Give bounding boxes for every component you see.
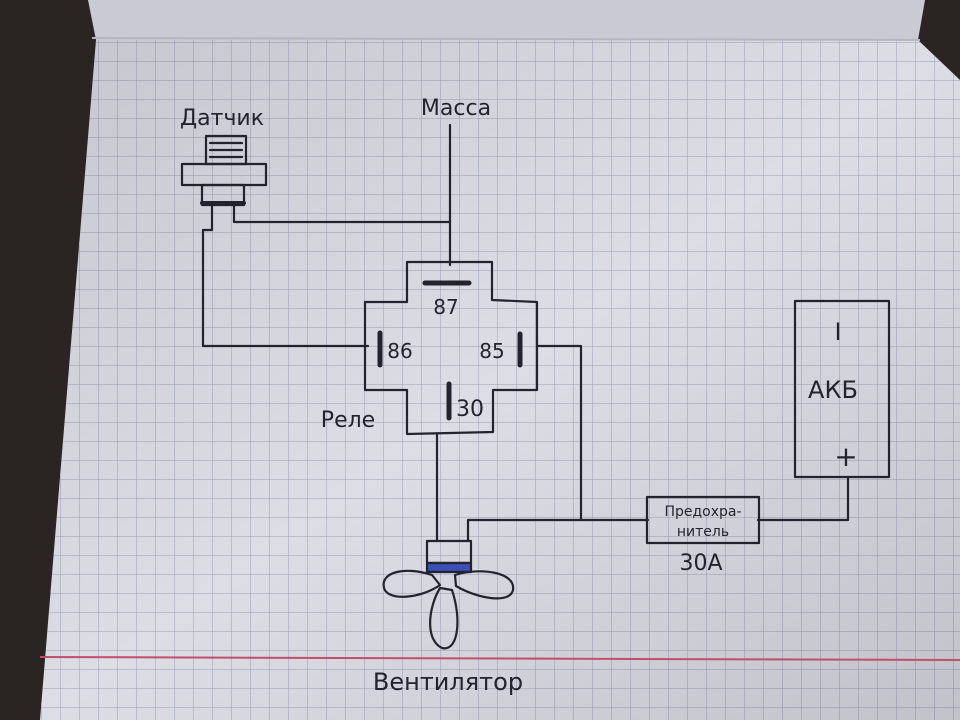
fuse-label-line2: нитель (677, 524, 729, 540)
pin-86-label: 86 (387, 339, 412, 363)
relay-contacts (377, 280, 523, 421)
margin-line (39, 656, 960, 661)
battery-minus-label: I (834, 318, 841, 346)
sensor (180, 134, 268, 207)
wire-85-fuse (535, 344, 650, 522)
wire-sensor-ground (232, 203, 452, 224)
fan-label: Вентилятор (373, 668, 523, 696)
battery (793, 299, 891, 479)
fuse-rating-label: 30А (679, 551, 722, 576)
relay-label: Реле (321, 408, 375, 433)
wire-sensor-86 (201, 203, 370, 348)
notebook-page (39, 0, 960, 720)
pin-87-label: 87 (433, 295, 458, 319)
battery-label: АКБ (808, 376, 858, 404)
battery-plus-label: + (834, 440, 857, 473)
pin-85-label: 85 (479, 339, 504, 363)
fan (382, 539, 515, 650)
wires (201, 123, 850, 543)
relay (363, 260, 539, 436)
pin-30-label: 30 (456, 397, 484, 422)
fuse (645, 495, 761, 545)
wire-fan-fuse (466, 518, 583, 543)
fuse-label-line1: Предохра- (664, 504, 741, 520)
wire-fuse-battery (756, 475, 850, 522)
sensor-label: Датчик (180, 106, 264, 131)
ground-label: Масса (421, 96, 491, 121)
